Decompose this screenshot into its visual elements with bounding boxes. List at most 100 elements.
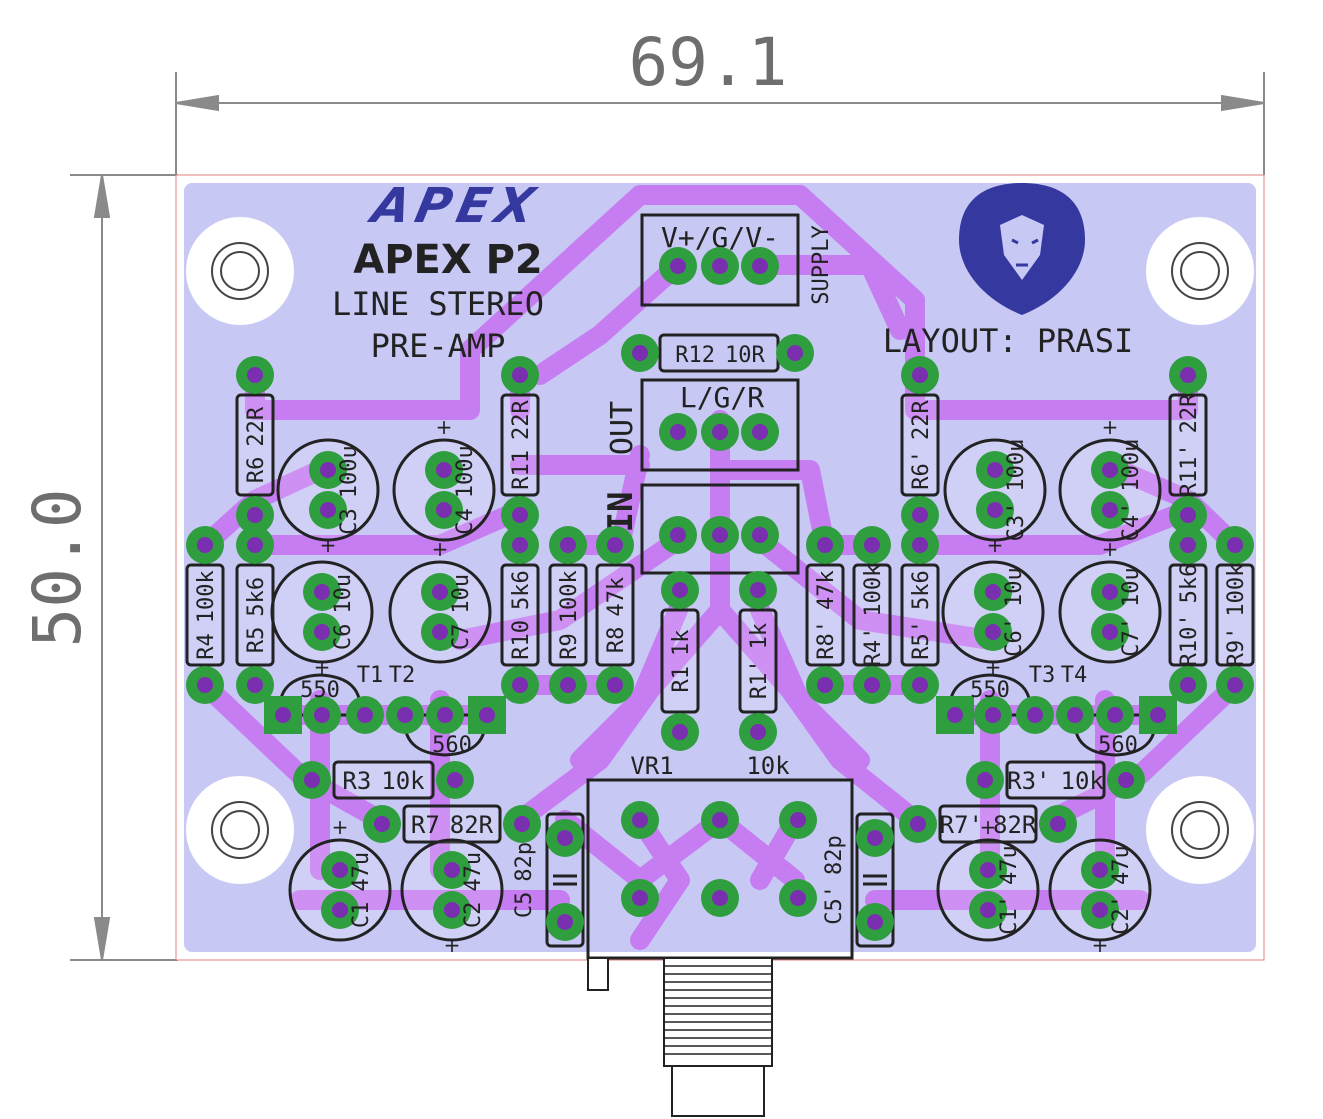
capacitor-body [1058, 438, 1162, 542]
drill-hole [1107, 707, 1123, 723]
drill-hole [1227, 677, 1243, 693]
out-connector: L/G/R OUT [605, 378, 800, 472]
component-ref: R10 [509, 620, 534, 660]
drill-hole [320, 502, 336, 518]
drill-hole [750, 724, 766, 740]
component-label-r3p: R3'10k [1007, 767, 1104, 795]
component-value: 100u [337, 445, 362, 498]
component-ref: R3 [342, 767, 371, 795]
polarity-mark: + [985, 655, 1002, 679]
supply-side-label: SUPPLY [809, 225, 834, 304]
drill-hole [1027, 707, 1043, 723]
component-value: 10R [725, 343, 765, 368]
width-dimension: 69.1 [629, 24, 788, 101]
drill-hole [1227, 537, 1243, 553]
transistor-value-t1: 550 [300, 678, 340, 703]
component-label-r6: R622R [244, 406, 269, 483]
lion-logo-icon [959, 183, 1085, 315]
drill-hole [444, 902, 460, 918]
component-ref: C2' [1109, 895, 1134, 935]
board-title: APEX P2 [353, 237, 543, 283]
drill-hole [980, 902, 996, 918]
drill-hole [247, 677, 263, 693]
drill-hole [304, 772, 320, 788]
in-side-label: IN [601, 492, 641, 533]
component-value: 100u [1004, 439, 1029, 492]
resistor-body [805, 563, 845, 667]
drill-hole [790, 890, 806, 906]
drill-hole [560, 537, 576, 553]
ceramic-cap-body [855, 812, 895, 948]
drill-hole [1180, 367, 1196, 383]
component-ref: R1' [747, 659, 772, 699]
component-value: 10u [449, 574, 474, 614]
drill-hole [670, 424, 686, 440]
component-value: 22R [909, 400, 934, 440]
out-pin-label: L/G/R [680, 381, 764, 414]
component-label-r4p: R4'100k [861, 564, 886, 667]
component-value: 1k [669, 630, 694, 657]
transistor-ref-t2: T2 [389, 663, 416, 688]
resistor-body [900, 563, 940, 667]
drill-hole [197, 677, 213, 693]
component-value: 10k [381, 767, 425, 795]
component-value: 47k [814, 570, 839, 610]
capacitor-body [943, 438, 1047, 542]
component-value: 100u [453, 445, 478, 498]
polarity-mark: + [444, 933, 461, 957]
layout-credit: LAYOUT: PRASI [883, 322, 1133, 360]
drill-hole [985, 624, 1001, 640]
drill-hole [332, 902, 348, 918]
component-value: 100u [1119, 439, 1144, 492]
drill-hole [867, 914, 883, 930]
drill-hole [275, 707, 291, 723]
capacitor-body [392, 438, 496, 542]
drill-hole [977, 772, 993, 788]
drill-hole [314, 584, 330, 600]
drill-hole [1092, 862, 1108, 878]
drill-hole [436, 502, 452, 518]
component-ref: R6 [244, 457, 269, 484]
component-value: 5k6 [1177, 564, 1202, 604]
component-value: 5k6 [909, 570, 934, 610]
mounting-hole-tl [186, 217, 294, 325]
drill-hole [912, 507, 928, 523]
drill-hole [1067, 707, 1083, 723]
component-value: 47u [349, 852, 374, 892]
transistor-value-t3: 550 [970, 678, 1010, 703]
component-label-r5p: R5'5k6 [909, 570, 934, 660]
component-value: 100k [861, 564, 886, 617]
component-label-r6p: R6'22R [909, 400, 934, 490]
out-side-label: OUT [605, 401, 640, 455]
component-label-c5p: C5'82p [822, 835, 847, 925]
capacitor-body [270, 560, 374, 664]
resistor-body [1168, 563, 1208, 667]
component-label-r9p: R9'100k [1224, 564, 1249, 667]
component-ref: R3' [1007, 767, 1050, 795]
component-label-r11: R1122R [509, 400, 534, 490]
component-label-r5: R55k6 [244, 577, 269, 653]
resistor-body [548, 563, 588, 667]
drill-hole [557, 830, 573, 846]
component-label-c5: C582p [512, 842, 537, 918]
component-value: 10u [331, 574, 356, 614]
component-ref: C7' [1119, 617, 1144, 657]
resistor-body [1168, 393, 1208, 497]
component-label-c1p: C1'47u [997, 845, 1022, 935]
component-ref: C1' [997, 895, 1022, 935]
component-label-c2p: C2'47u [1109, 845, 1134, 935]
transistor-value-t2: 560 [432, 733, 472, 758]
component-ref: R9 [557, 633, 582, 660]
drill-hole [752, 424, 768, 440]
component-ref: C4 [453, 508, 478, 535]
drill-hole [864, 537, 880, 553]
drill-hole [514, 816, 530, 832]
drill-hole [1102, 624, 1118, 640]
polarity-mark: + [320, 533, 337, 557]
resistor-body [1215, 563, 1255, 667]
capacitor-body [400, 838, 504, 942]
drill-hole [1050, 816, 1066, 832]
component-ref: R5' [909, 620, 934, 660]
component-value: 82R [993, 811, 1037, 839]
